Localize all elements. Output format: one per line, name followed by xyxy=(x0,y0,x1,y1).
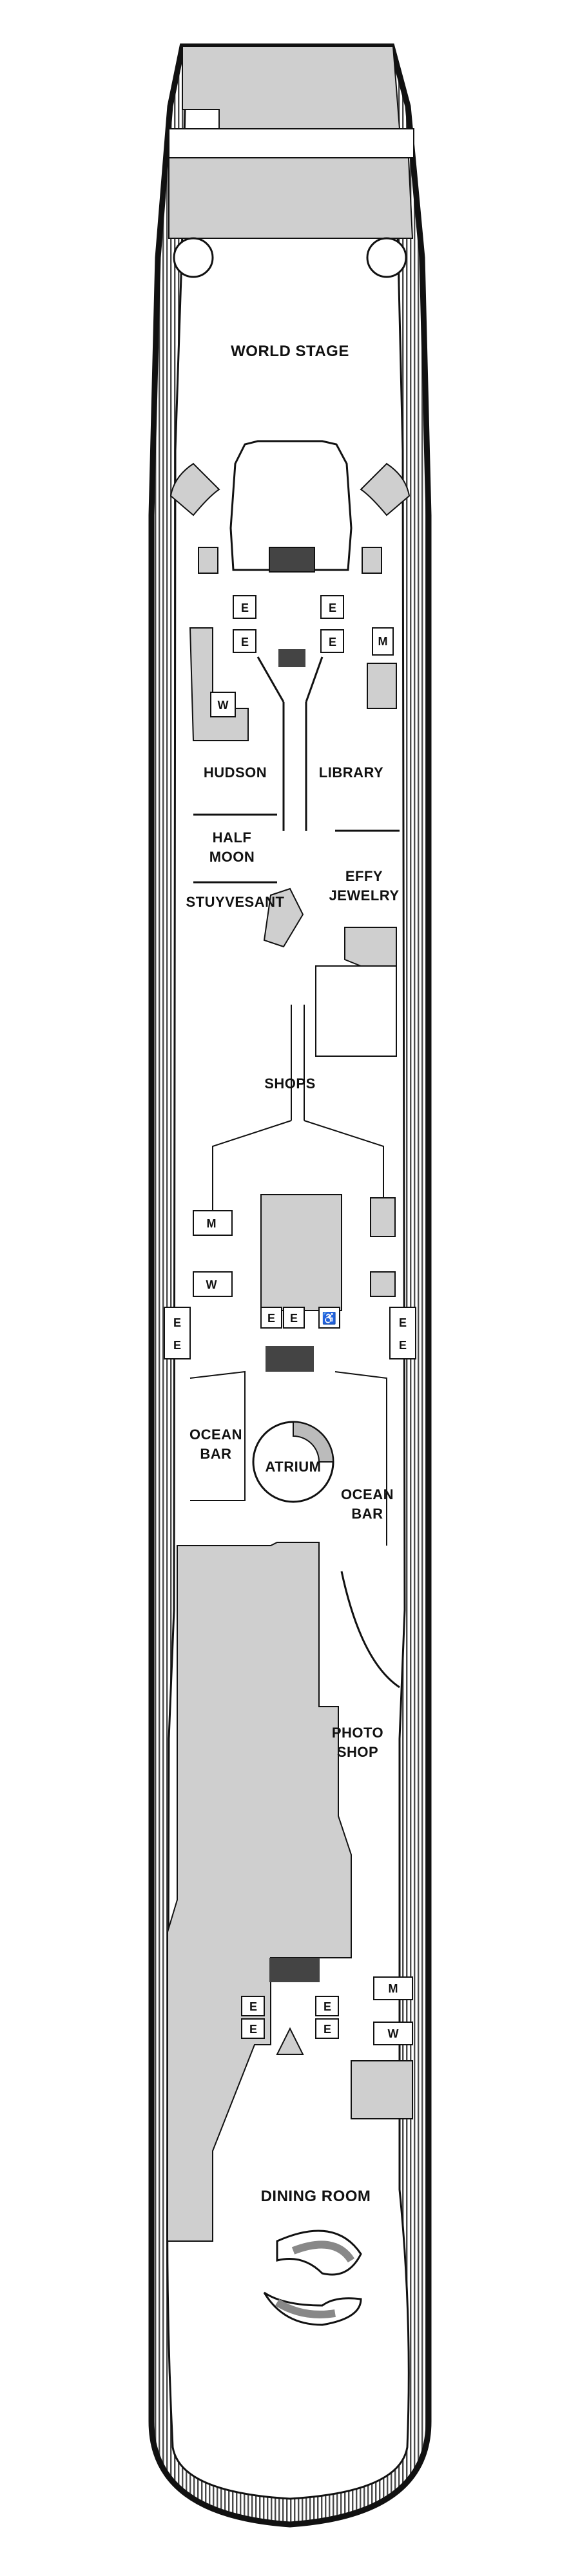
elevator-bank-forward xyxy=(233,595,394,667)
area-label-half-moon: MOON xyxy=(209,849,255,865)
womens-restroom-symbol: W xyxy=(388,2027,399,2040)
spiral-stair-right xyxy=(366,237,407,278)
area-label-half-moon: HALF xyxy=(213,829,252,846)
elevator-symbol: E xyxy=(399,1316,407,1329)
elevator-symbol: E xyxy=(241,601,249,614)
elevator-symbol: E xyxy=(329,636,336,649)
elevator-bank-aft xyxy=(241,1958,413,2119)
elevator-symbol: E xyxy=(249,2023,257,2036)
elevator-symbol: E xyxy=(241,636,249,649)
shops-walls xyxy=(193,1005,396,1311)
mens-restroom-symbol: M xyxy=(378,635,388,648)
area-label-effy-jewelry: EFFY xyxy=(345,868,383,884)
area-label-photo-shop: PHOTO xyxy=(332,1725,383,1741)
elevator-symbol: E xyxy=(399,1339,407,1352)
area-label-photo-shop: SHOP xyxy=(337,1744,378,1760)
lounge-walls xyxy=(189,627,400,1057)
area-label-effy-jewelry: JEWELRY xyxy=(329,887,399,904)
dining-room-staircases xyxy=(263,2230,362,2326)
elevator-symbol: E xyxy=(329,601,336,614)
area-label-dining-room: DINING ROOM xyxy=(261,2188,371,2205)
area-label-ocean-bar-port: BAR xyxy=(200,1446,231,1462)
area-label-hudson: HUDSON xyxy=(204,764,267,781)
spiral-stair-left xyxy=(173,237,214,278)
area-label-ocean-bar-port: OCEAN xyxy=(189,1426,242,1443)
area-label-shops: SHOPS xyxy=(264,1075,316,1092)
accessible-symbol: ♿ xyxy=(322,1311,336,1325)
area-label-world-stage: WORLD STAGE xyxy=(231,343,349,360)
elevator-symbol: E xyxy=(324,2023,331,2036)
mens-restroom-symbol: M xyxy=(207,1217,217,1230)
mens-restroom-symbol: M xyxy=(389,1982,398,1995)
area-label-library: LIBRARY xyxy=(319,764,383,781)
area-label-ocean-bar-starboard: BAR xyxy=(351,1506,383,1522)
bow-structures xyxy=(168,46,414,278)
elevator-symbol: E xyxy=(267,1312,275,1325)
area-label-stuyvesant: STUYVESANT xyxy=(186,894,285,910)
photo-shop-curve xyxy=(340,1571,400,1689)
elevator-symbol: E xyxy=(249,2000,257,2013)
elevator-bank-midship xyxy=(164,1307,416,1372)
elevator-symbol: E xyxy=(173,1339,181,1352)
elevator-symbol: E xyxy=(173,1316,181,1329)
elevator-symbol: E xyxy=(324,2000,331,2013)
elevator-symbol: E xyxy=(290,1312,298,1325)
womens-restroom-symbol: W xyxy=(218,699,229,712)
area-label-ocean-bar-starboard: OCEAN xyxy=(341,1486,394,1502)
area-label-atrium: ATRIUM xyxy=(266,1459,322,1475)
theater-structures xyxy=(169,440,411,574)
atrium-area xyxy=(189,1370,387,1546)
womens-restroom-symbol: W xyxy=(206,1278,217,1291)
